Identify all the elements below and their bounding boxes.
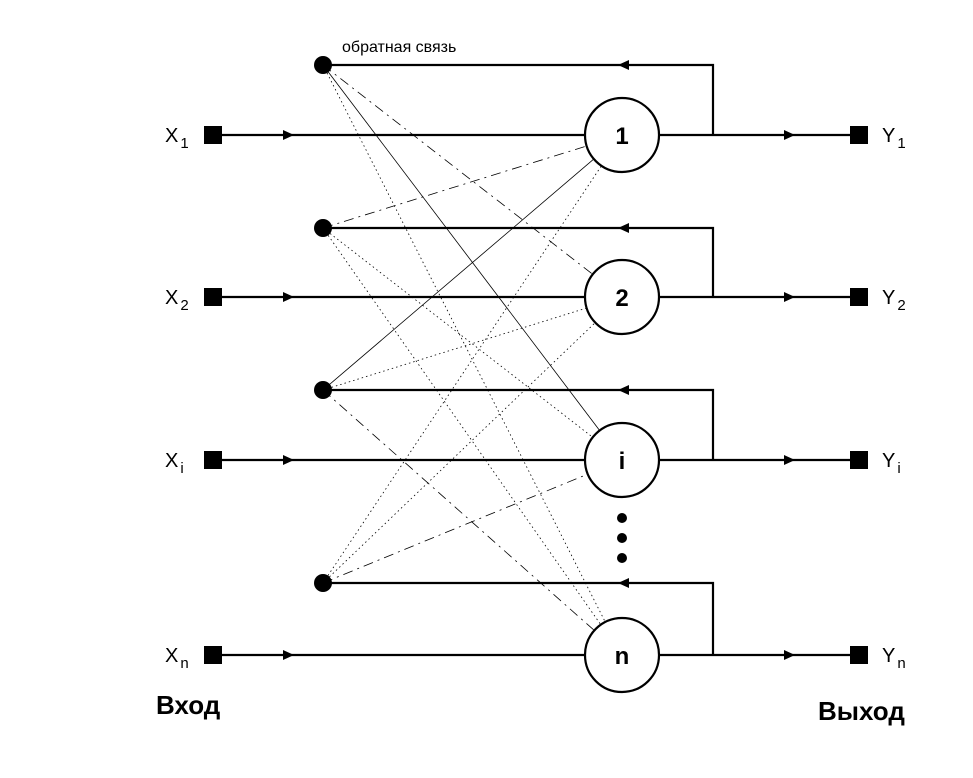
feedback-wire [323,581,715,655]
feedback-wire [323,388,715,460]
ellipsis-dot [617,513,627,523]
output-terminal [850,451,868,469]
output-terminal [850,646,868,664]
ellipsis-dot [617,533,627,543]
feedback-connection [322,389,597,633]
neuron [583,258,661,336]
feedback-node [314,219,332,237]
neuron [583,421,661,499]
input-arrow [283,455,294,465]
input-arrow [283,650,294,660]
neuron-label: i [619,448,626,475]
neuron [583,96,661,174]
ellipsis-dot [617,553,627,563]
feedback-arrow [618,60,629,70]
input-caption: Вход [156,690,221,720]
feedback-arrow [618,223,629,233]
output-arrow [784,455,795,465]
feedback-mesh [322,64,607,633]
feedback-connection [322,227,595,439]
feedback-connection [322,64,602,433]
neuron-label: 1 [615,123,628,150]
feedback-connection [322,163,603,584]
input-arrow [283,292,294,302]
feedback-connection [322,64,607,624]
feedback-arrow [618,578,629,588]
feedback-arrow [618,385,629,395]
neuron-label: 2 [615,285,628,312]
feedback-wire [323,63,715,135]
input-arrow [283,130,294,140]
feedback-node [314,381,332,399]
feedback-node [314,574,332,592]
output-terminal [850,126,868,144]
feedback-connection [322,472,590,584]
feedback-connection [322,307,589,391]
feedback-connection [322,64,595,276]
output-arrow [784,650,795,660]
feedback-connection [322,320,597,584]
neuron-label: n [615,643,630,670]
neuron [583,616,661,694]
feedback-connection [322,157,596,391]
feedback-node [314,56,332,74]
feedback-wire [323,226,715,297]
output-arrow [784,130,795,140]
feedback-label: обратная связь [342,39,456,56]
output-caption: Выход [818,696,905,726]
feedback-connection [322,145,589,229]
output-terminal [850,288,868,306]
feedback-connection [322,227,603,627]
output-arrow [784,292,795,302]
